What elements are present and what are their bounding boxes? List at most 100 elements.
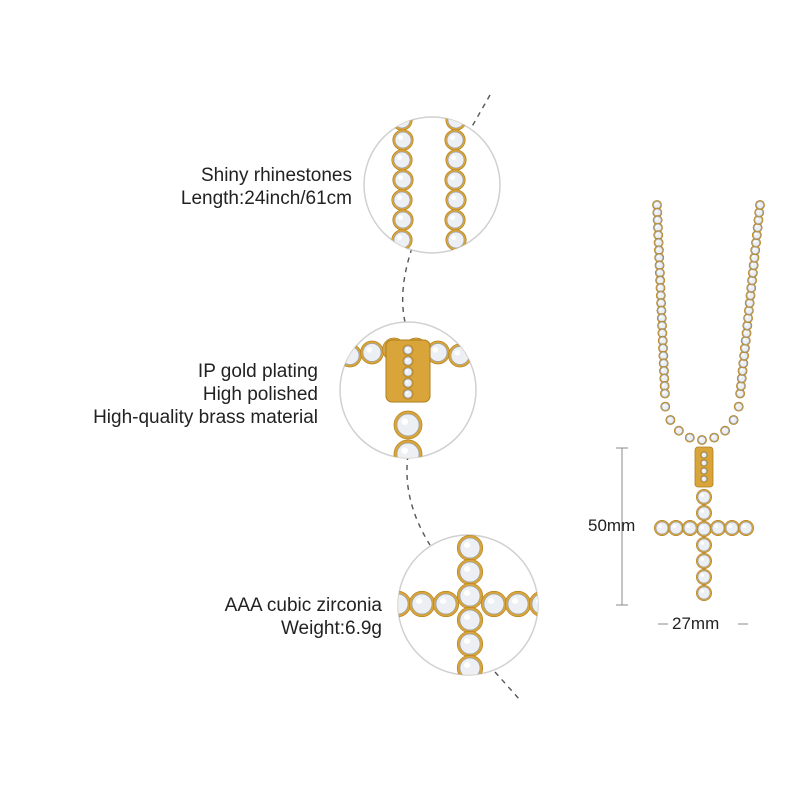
gem-highlight	[398, 135, 403, 141]
rhinestone	[661, 402, 670, 411]
rhinestone	[653, 201, 661, 209]
gem-highlight	[454, 350, 460, 356]
gem-highlight	[464, 638, 470, 644]
feature-callout-stones: AAA cubic zirconia Weight:6.9g	[225, 594, 382, 640]
rhinestone	[656, 276, 665, 285]
rhinestone	[459, 633, 481, 655]
gem-highlight	[714, 524, 718, 528]
rhinestone	[483, 593, 505, 615]
rhinestone	[362, 343, 382, 362]
gem-highlight	[397, 117, 403, 120]
gem-highlight	[536, 598, 538, 604]
rhinestone	[654, 246, 663, 255]
rhinestone	[459, 537, 481, 559]
gem-highlight	[398, 175, 403, 181]
rhinestone	[697, 490, 711, 504]
rhinestone	[656, 283, 665, 292]
gem-highlight	[488, 598, 494, 604]
gem-highlight	[700, 589, 704, 593]
gem-highlight	[464, 566, 470, 572]
gem-highlight	[654, 202, 657, 205]
callout-line: Length:24inch/61cm	[180, 188, 352, 209]
gem-highlight	[661, 353, 664, 356]
gem-highlight	[512, 598, 518, 604]
rhinestone	[459, 561, 481, 583]
gem-highlight	[700, 509, 704, 513]
rhinestone	[507, 593, 529, 615]
gem-highlight	[440, 598, 446, 604]
gem-highlight	[401, 447, 409, 455]
rhinestone	[411, 593, 433, 615]
rhinestone	[737, 382, 745, 390]
rhinestone	[658, 321, 667, 330]
rhinestone	[752, 238, 760, 247]
connector-dashes	[401, 94, 521, 701]
rhinestone	[658, 336, 667, 345]
callout-line: Shiny rhinestones	[200, 165, 352, 186]
rhinestone	[748, 276, 757, 285]
gem-highlight	[756, 217, 759, 221]
gem-highlight	[722, 428, 726, 431]
callout-line: High polished	[202, 384, 318, 405]
rhinestone	[752, 231, 761, 240]
rhinestone	[447, 191, 465, 209]
rhinestone	[697, 506, 711, 520]
gem-highlight	[748, 293, 751, 296]
rhinestone	[674, 426, 683, 435]
rhinestone	[701, 452, 707, 458]
connector-dash	[494, 671, 521, 701]
callout-line: Weight:6.9g	[280, 618, 382, 639]
rhinestone	[746, 291, 755, 300]
gem-highlight	[657, 263, 660, 266]
rhinestone	[654, 231, 663, 240]
callout-line: IP gold plating	[197, 361, 318, 382]
rhinestone	[697, 570, 711, 584]
gem-highlight	[750, 270, 753, 273]
gem-highlight	[656, 240, 659, 243]
gem-highlight	[745, 315, 749, 319]
rhinestone	[394, 131, 412, 149]
gem-highlight	[464, 662, 470, 668]
rhinestone	[734, 402, 743, 411]
callout-line: AAA cubic zirconia	[224, 595, 382, 616]
rhinestone	[740, 344, 749, 353]
rhinestone	[394, 211, 412, 229]
gem-highlight	[659, 323, 663, 326]
rhinestone	[697, 586, 711, 600]
gem-highlight	[660, 346, 664, 349]
rhinestone	[657, 299, 666, 307]
rhinestone	[725, 521, 739, 535]
gem-highlight	[687, 435, 690, 438]
gem-highlight	[450, 135, 455, 141]
rhinestone	[393, 151, 411, 169]
gem-highlight	[663, 404, 666, 407]
gem-highlight	[699, 437, 702, 441]
rhinestone	[446, 171, 464, 189]
gem-highlight	[754, 232, 757, 236]
gem-highlight	[660, 331, 663, 334]
rhinestone	[446, 211, 464, 229]
rhinestone	[653, 216, 662, 225]
gem-highlight	[672, 524, 676, 528]
rhinestone	[739, 359, 748, 368]
gem-highlight	[655, 217, 658, 221]
gem-highlight	[464, 590, 470, 596]
gem-highlight	[744, 331, 747, 334]
rhinestone	[459, 585, 481, 607]
rhinestone	[744, 314, 753, 323]
rhinestone	[729, 416, 738, 424]
rhinestone	[657, 306, 666, 315]
gem-highlight	[401, 418, 409, 426]
gem-highlight	[746, 308, 749, 311]
gem-highlight	[686, 524, 690, 528]
rhinestone	[403, 378, 413, 388]
rhinestone	[740, 351, 749, 360]
rhinestone	[654, 238, 663, 247]
rhinestone	[660, 389, 669, 398]
callout-line: High-quality brass material	[93, 407, 318, 428]
rhinestone	[747, 283, 756, 292]
gem-highlight	[655, 210, 658, 213]
gem-highlight	[392, 598, 398, 604]
rhinestone	[701, 476, 707, 482]
rhinestone	[403, 389, 413, 399]
